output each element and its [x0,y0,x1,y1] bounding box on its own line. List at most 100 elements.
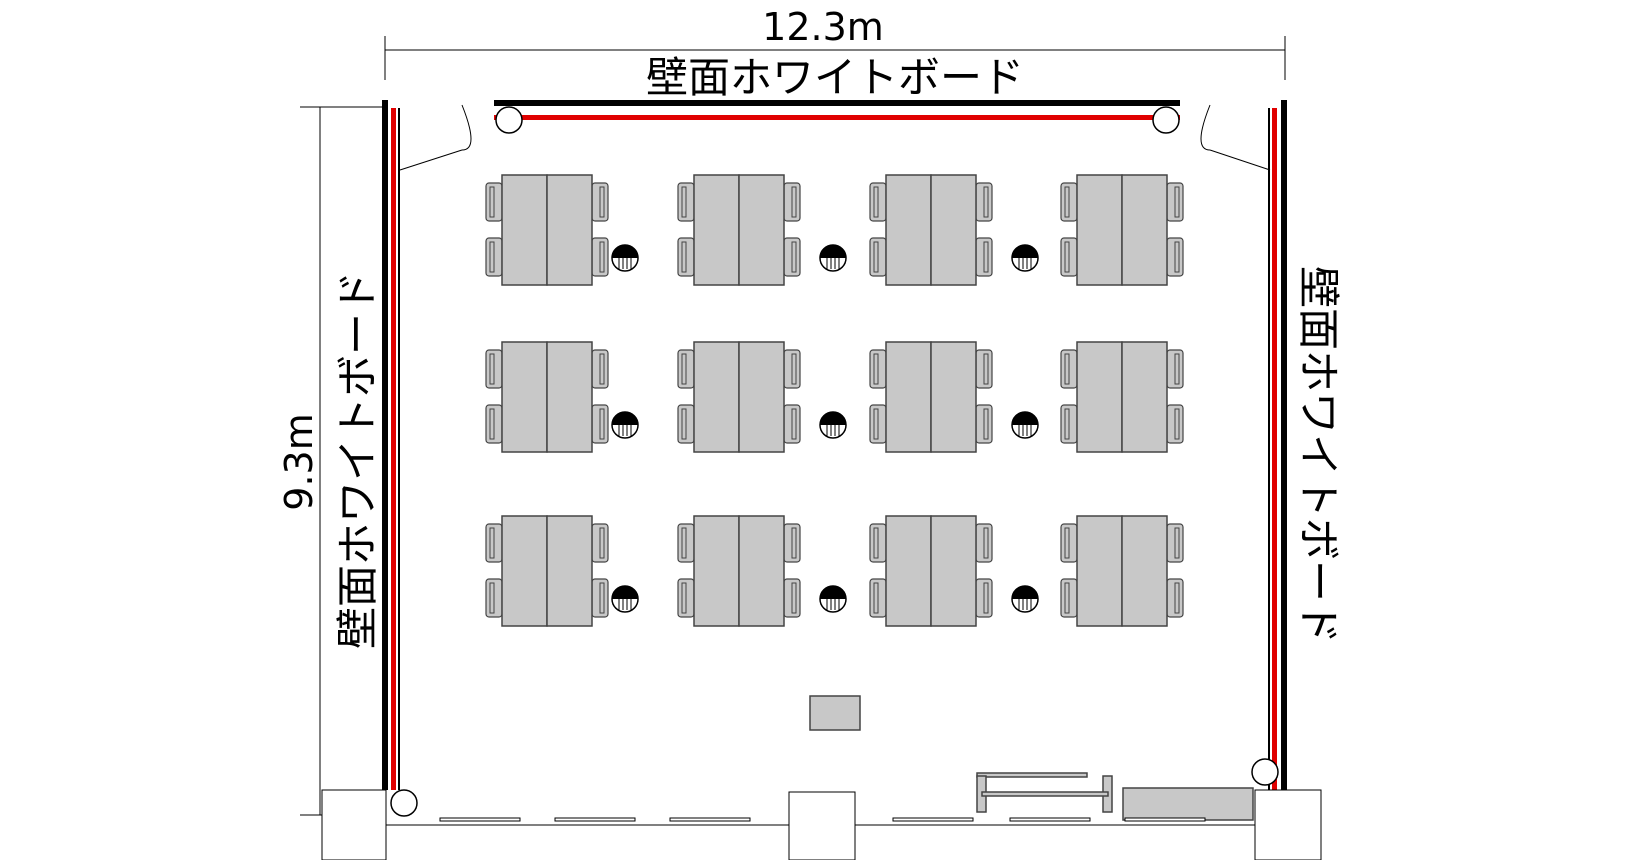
chair-back [983,241,989,273]
chair-back [791,408,797,440]
chair-back [983,527,989,559]
chair-back [681,186,687,218]
desk-cluster [677,515,801,627]
floor-outlet [611,585,639,613]
chair-back [1174,186,1180,218]
floor-outlet [1011,244,1039,272]
chair-back [489,353,495,385]
wall-outlets [390,106,1279,817]
chair-back [681,582,687,614]
desk-cluster [1060,515,1184,627]
desk [501,174,548,286]
floor-outlet [611,244,639,272]
chair-back [489,408,495,440]
chair-back [983,186,989,218]
desk [1121,341,1168,453]
chair-back [1064,408,1070,440]
desk [501,341,548,453]
left-whiteboard-wall [382,100,400,790]
floor-outlet [819,244,847,272]
chair-back [791,186,797,218]
left-wall-label: 壁面ホワイトボード [333,271,382,649]
desk [1121,515,1168,627]
outlet-top [1012,412,1038,425]
desk-cluster [1060,174,1184,286]
floor-outlet [819,585,847,613]
desk [546,341,593,453]
desk [546,174,593,286]
desk [1076,515,1123,627]
desk-cluster [677,341,801,453]
width-dimension-label: 12.3m [762,5,884,49]
height-dimension-label: 9.3m [277,413,321,510]
chair-back [1064,527,1070,559]
chair-back [791,353,797,385]
desk [885,341,932,453]
outlet-top [612,245,638,258]
desk-cluster [1060,341,1184,453]
chair-back [873,186,879,218]
floor-outlet [819,411,847,439]
bottom-wall [321,789,1322,860]
desk [930,174,977,286]
desk [738,515,785,627]
desk [930,515,977,627]
chair-back [681,353,687,385]
outlet-top [1012,586,1038,599]
chair-back [791,582,797,614]
desk [1076,174,1123,286]
chair-back [1064,353,1070,385]
chair-back [599,353,605,385]
desk-cluster [677,174,801,286]
chair-back [791,527,797,559]
chair-back [489,241,495,273]
top-wall-label: 壁面ホワイトボード [646,53,1024,102]
chair-back [489,527,495,559]
desk [885,515,932,627]
chair-back [873,353,879,385]
desk-cluster [485,515,609,627]
outlet-top [820,586,846,599]
chair-back [681,527,687,559]
desk-cluster [869,341,993,453]
desk [1121,174,1168,286]
chair-back [1174,408,1180,440]
desk [738,341,785,453]
chair-back [1064,241,1070,273]
desk-cluster [485,174,609,286]
floor-outlet [1011,411,1039,439]
cabinet [1122,787,1254,821]
chair-back [1064,186,1070,218]
chair-back [1174,527,1180,559]
chair-back [873,527,879,559]
chair-back [983,582,989,614]
desk [501,515,548,627]
right-whiteboard-wall [1268,100,1287,790]
chair-back [599,408,605,440]
desk-clusters [485,174,1184,627]
lectern [809,695,861,731]
right-wall-label: 壁面ホワイトボード [1294,266,1343,644]
desk-cluster [485,341,609,453]
chair-back [681,241,687,273]
desk [885,174,932,286]
chair-back [599,241,605,273]
desk-cluster [869,515,993,627]
chair-back [873,241,879,273]
chair-back [1174,582,1180,614]
chair-back [599,582,605,614]
desk [693,341,740,453]
top-whiteboard-wall [494,100,1180,120]
dimension-lines [300,36,1286,816]
outlet-top [820,412,846,425]
chair-back [681,408,687,440]
desk-cluster [869,174,993,286]
chair-back [1174,353,1180,385]
desk [693,174,740,286]
outlet-top [612,412,638,425]
door-right [1200,104,1271,171]
chair-back [983,408,989,440]
desk [693,515,740,627]
floor-outlet [1011,585,1039,613]
